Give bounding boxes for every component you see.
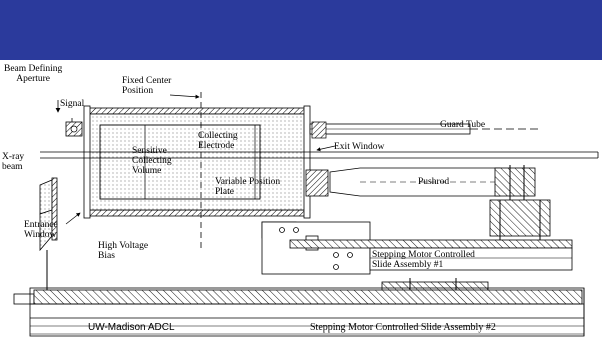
pushrod-assembly [305, 165, 536, 200]
label-high-voltage-bias: High Voltage Bias [98, 241, 149, 261]
signal-connector [65, 118, 83, 137]
header-band [0, 0, 602, 60]
label-pushrod: Pushrod [418, 177, 450, 187]
label-stepping-motor-slide-1: Stepping Motor Controlled Slide Assembly… [372, 250, 475, 270]
label-beam-defining-aperture: Beam Defining Aperture [4, 64, 63, 84]
ionization-chamber-diagram [13, 92, 599, 337]
label-stepping-motor-slide-2: Stepping Motor Controlled Slide Assembly… [310, 322, 496, 333]
beam-defining-aperture [39, 177, 58, 290]
guard-tube [309, 121, 540, 139]
label-entrance-window: Entrance Window [24, 220, 58, 240]
label-guard-tube: Guard Tube [440, 120, 486, 130]
label-fixed-center-position: Fixed Center Position [122, 76, 172, 96]
label-sensitive-collecting-volume: Sensitive Collecting Volume [132, 146, 172, 176]
label-variable-position-plate: Variable Position Plate [215, 177, 281, 197]
label-signal: Signal [60, 99, 85, 109]
label-collecting-electrode: Collecting Electrode [198, 131, 238, 151]
label-xray-beam: X-ray beam [2, 152, 25, 172]
chamber-body [83, 105, 311, 219]
label-exit-window: Exit Window [334, 142, 385, 152]
slide-assembly-1 [261, 221, 573, 275]
beam-axis-rod [40, 151, 599, 159]
pushrod-support [489, 199, 551, 240]
label-uw-madison-adcl: UW-Madison ADCL [88, 322, 175, 333]
slide-assembly-2 [13, 278, 585, 337]
